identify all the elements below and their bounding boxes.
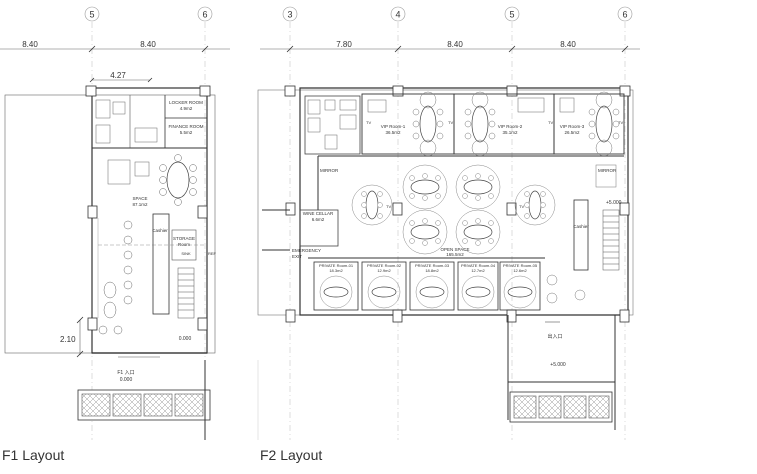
f2-cashier-counter: [573, 199, 589, 271]
f1-dim-left: 8.40: [22, 40, 38, 49]
private-room-05-area: 12.6m2: [513, 268, 527, 273]
private-room-03: [409, 261, 455, 311]
vip-room-1: [361, 93, 455, 155]
vip-room-2-label: VIP Room-2: [498, 124, 523, 129]
f1-grid-label-6: 6: [202, 10, 207, 20]
open-space-round-tables: [351, 164, 556, 255]
wine-cellar-label: WINE CELLAR: [303, 211, 334, 216]
private-room-03-label: PRIVATE Room-03: [415, 263, 450, 268]
f1-dim-inner: 4.27: [110, 71, 126, 80]
f2-cashier-label: Cashier: [573, 224, 589, 229]
f2-dim-3: 8.40: [560, 40, 576, 49]
f1-caption: F1 Layout: [2, 447, 64, 463]
vip-room-3-area: 26.5m2: [564, 130, 580, 135]
private-room-02-area: 12.9m2: [377, 268, 391, 273]
f2-grid-bubble-6: [617, 6, 633, 22]
mirror-right-label: MIRROR: [598, 168, 617, 173]
f2-building-outline: [299, 87, 629, 316]
f1-locker-room-label: LOCKER ROOM: [169, 100, 203, 105]
vip2-tv: TV: [448, 120, 453, 125]
open-space-area: 165.5m2: [446, 252, 464, 257]
f1-dim-side: 2.10: [60, 335, 76, 344]
vip3-tv-b: TV: [618, 120, 623, 125]
vip-room-1-label: VIP Room-1: [381, 124, 406, 129]
private-room-03-area: 18.8m2: [425, 268, 439, 273]
f1-finance-room-area: 5.5m2: [180, 130, 193, 135]
f1-space-label: SPACE: [133, 196, 148, 201]
private-room-05-label: PRIVATE Room-05: [503, 263, 538, 268]
wine-cellar: [299, 209, 339, 247]
f2-dim-2: 8.40: [447, 40, 463, 49]
f1-ref-label: REF: [208, 251, 217, 256]
f2-grid-bubble-5: [504, 6, 520, 22]
f1-grid-label-5: 5: [89, 10, 94, 20]
mirror-left-label: MIRROR: [320, 168, 339, 173]
f2-stair: [602, 209, 620, 271]
open-space-tv-2: TV: [519, 204, 524, 209]
vip-room-3: [553, 93, 625, 155]
f2-level-lower: +5.000: [550, 362, 566, 368]
private-room-01-area: 18.3m2: [329, 268, 343, 273]
emergency-exit-label: EMERGENCY: [292, 248, 321, 253]
f2-grid-label-3: 3: [287, 10, 292, 20]
private-room-01: [313, 261, 359, 311]
f2-entry-label: 出入口: [547, 333, 562, 340]
f1-stair: [177, 267, 195, 319]
f2-grid-label-5: 5: [509, 10, 514, 20]
vip1-tv: TV: [366, 120, 371, 125]
f1-plan: 5 6 8.40 8.40 4.27 LOCKER ROOM 4.9m2 FIN…: [0, 6, 230, 440]
private-room-04-area: 12.7m2: [471, 268, 485, 273]
emergency-exit-sub: EXIT: [292, 254, 302, 259]
private-room-04-label: PRIVATE Room-04: [461, 263, 496, 268]
f2-grid-label-6: 6: [622, 10, 627, 20]
f1-finance-room-label: FINANCE ROOM: [168, 124, 203, 129]
open-space-tv-1: TV: [386, 204, 391, 209]
f1-locker-room-area: 4.9m2: [180, 106, 193, 111]
private-room-01-label: PRIVATE Room-01: [319, 263, 354, 268]
f2-plan: 3 4 5 6 7.80 8.40 8.40: [257, 6, 640, 440]
f1-level-inside: 0.000: [179, 336, 192, 342]
f2-grid-bubble-4: [390, 6, 406, 22]
private-room-02-label: PRIVATE Room-02: [367, 263, 402, 268]
f1-grid-bubble-5: [84, 6, 100, 22]
f2-caption: F2 Layout: [260, 447, 322, 463]
f2-grid-bubble-3: [282, 6, 298, 22]
open-space-label: OPEN SPACE: [441, 247, 470, 252]
f1-grid-bubble-6: [197, 6, 213, 22]
vip-room-2-area: 35.1m2: [502, 130, 518, 135]
f1-sink-label: SINK: [181, 251, 191, 256]
f1-space-area: 87.1m2: [132, 202, 148, 207]
private-room-04: [457, 261, 499, 311]
vip3-tv: TV: [548, 120, 553, 125]
vip-room-3-label: VIP Room-3: [560, 124, 585, 129]
f2-level-upper: +5.000: [606, 200, 622, 206]
f1-entry-level: 0.000: [120, 377, 133, 383]
f1-entry-label: F1 入口: [117, 370, 134, 376]
f1-storage-label: STORAGE: [173, 236, 195, 241]
f1-cashier-label: Cashier: [152, 228, 168, 233]
f2-grid-label-4: 4: [395, 10, 400, 20]
f1-bar-counter: [152, 213, 170, 315]
f2-dim-1: 7.80: [336, 40, 352, 49]
vip-room-1-area: 36.5m2: [385, 130, 401, 135]
wine-cellar-area: 6.6m2: [312, 217, 325, 222]
f1-dim-right: 8.40: [140, 40, 156, 49]
private-room-02: [361, 261, 407, 311]
f1-storage-sub: Room: [178, 242, 190, 247]
private-room-05: [499, 261, 541, 311]
